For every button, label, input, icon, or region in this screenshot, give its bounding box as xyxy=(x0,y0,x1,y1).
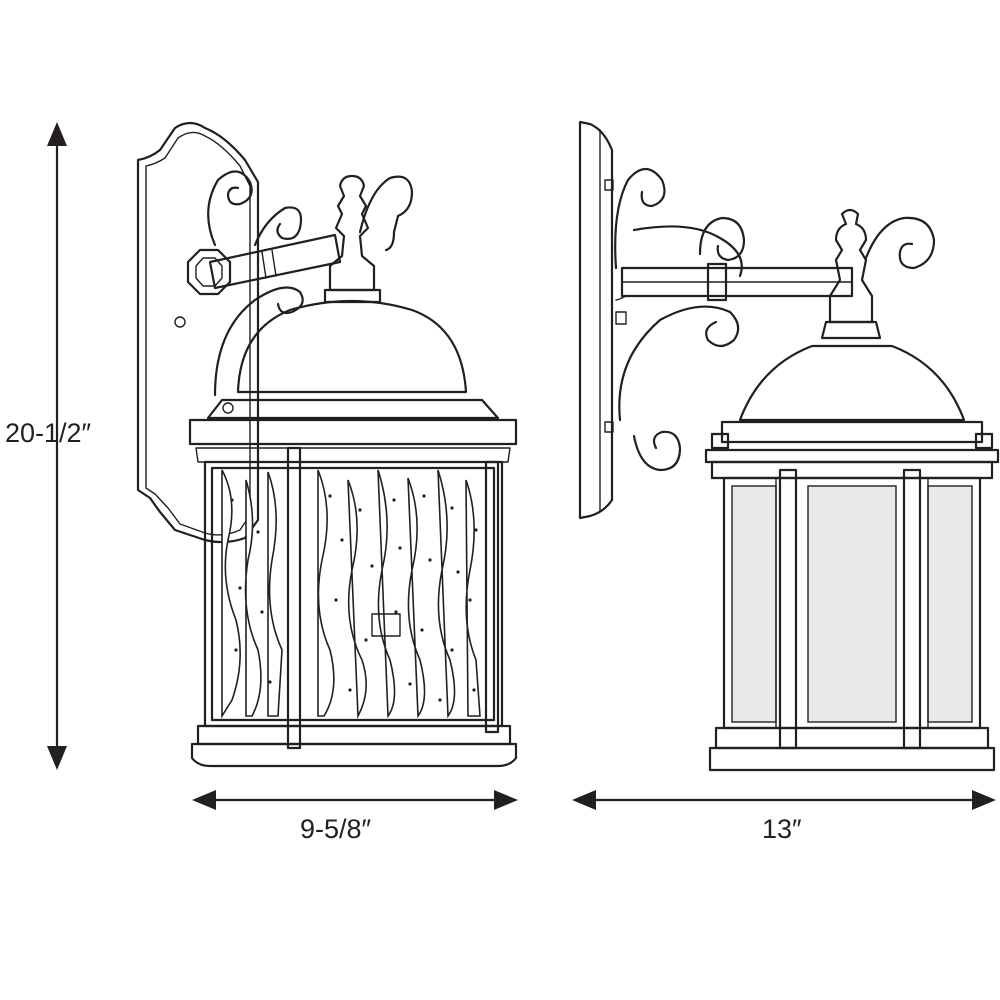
front-scroll-upper xyxy=(207,170,253,247)
front-backplate xyxy=(136,121,260,544)
front-scroll-lower xyxy=(213,286,304,397)
side-glass-center xyxy=(807,485,897,723)
front-mount-rosette xyxy=(186,248,232,296)
front-roof xyxy=(236,299,468,394)
side-arm xyxy=(620,266,854,298)
side-roof xyxy=(738,344,966,422)
width-dimension-label: 9-5/8″ xyxy=(300,814,372,844)
front-post-left xyxy=(286,446,302,750)
width-dimension-line xyxy=(192,790,518,810)
side-glass-left xyxy=(731,485,777,723)
side-view-lantern xyxy=(578,120,1000,772)
front-post-right xyxy=(484,460,500,734)
side-finial xyxy=(828,208,874,324)
side-backplate xyxy=(578,120,614,520)
side-scroll-lower xyxy=(618,305,740,422)
front-view-lantern xyxy=(136,121,518,768)
side-glass-right xyxy=(927,485,973,723)
height-dimension-label: 20-1/2″ xyxy=(5,418,92,448)
front-base xyxy=(196,724,512,746)
side-scroll-upper xyxy=(614,167,743,278)
extension-dimension-label: 13″ xyxy=(762,814,802,844)
front-finial xyxy=(328,174,376,292)
extension-dimension-line xyxy=(572,790,996,810)
front-arm xyxy=(208,233,342,290)
side-base xyxy=(714,726,990,750)
height-dimension-line xyxy=(47,122,67,770)
